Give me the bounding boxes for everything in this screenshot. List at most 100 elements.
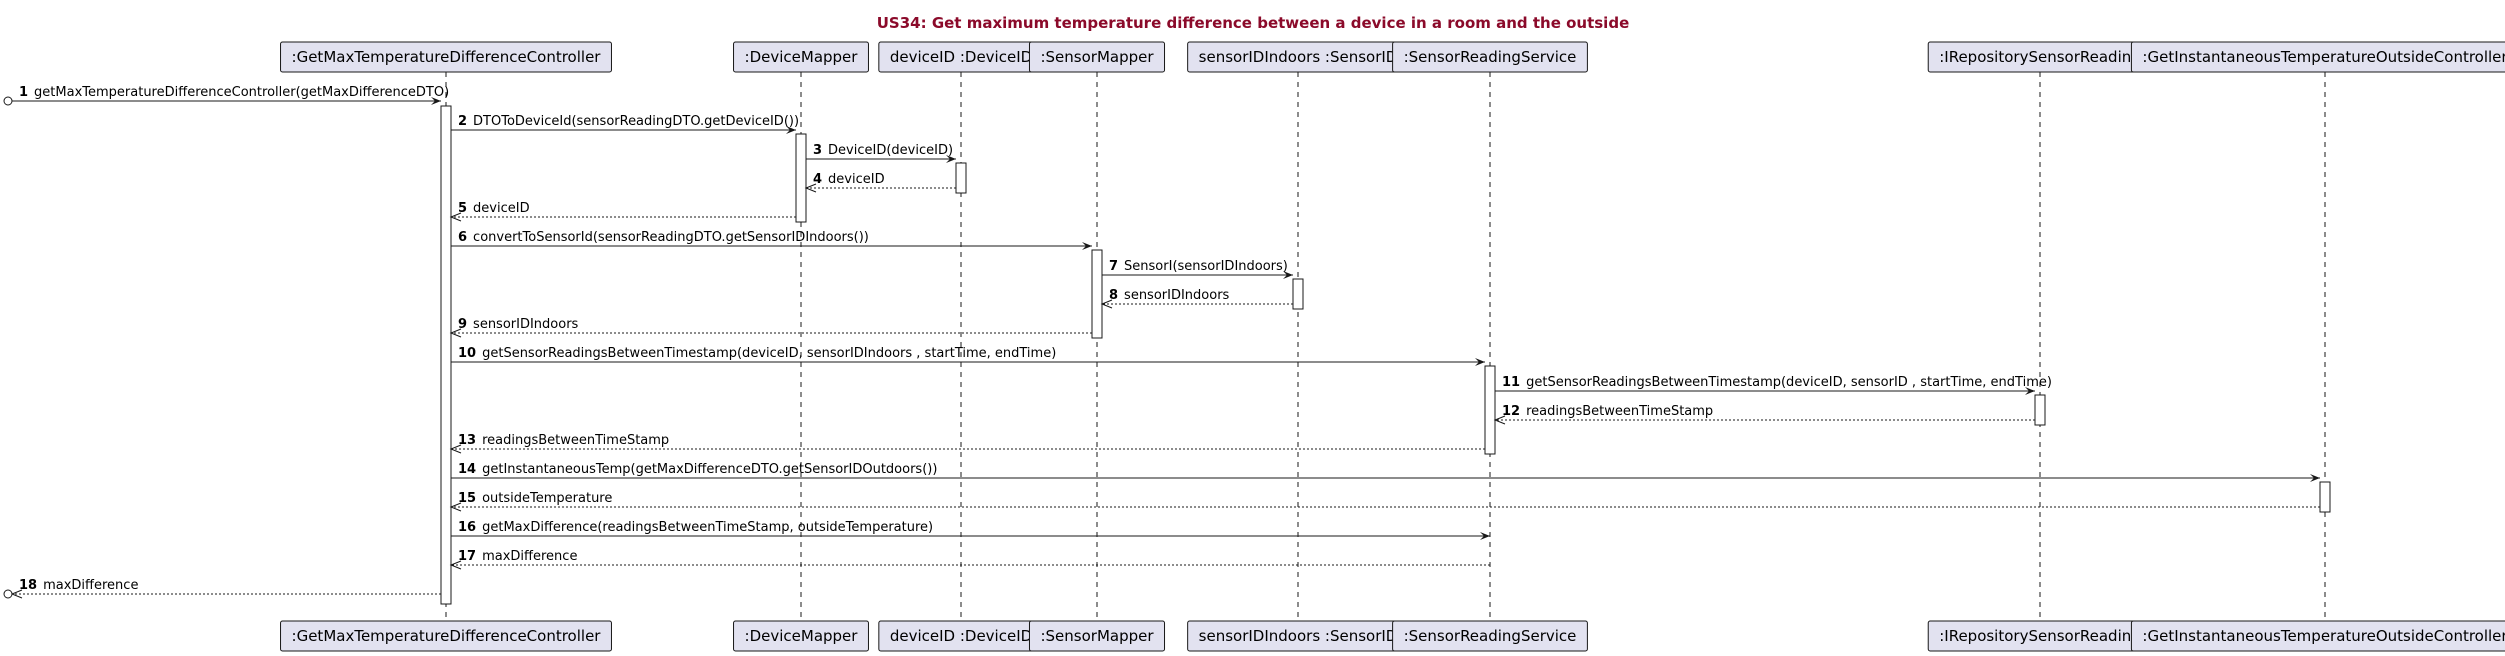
participant-label: sensorIDIndoors :SensorID [1199, 627, 1398, 645]
participant-label: :DeviceMapper [745, 627, 859, 645]
arrow-head [1475, 358, 1485, 366]
message-label: maxDifference [43, 578, 138, 593]
activation-dmap [795, 133, 807, 223]
message-number: 15 [458, 491, 476, 506]
participant-box [1028, 41, 1166, 73]
message-text: 17 maxDifference [458, 549, 577, 564]
message-18: 18 maxDifference [3, 578, 441, 599]
message-number: 14 [458, 462, 476, 477]
message-label: sensorIDIndoors [473, 317, 579, 332]
message-label: outsideTemperature [482, 491, 612, 506]
participant-sid-bottom: sensorIDIndoors :SensorID [1187, 620, 1409, 652]
message-label: deviceID [828, 172, 885, 187]
participant-dmap-top: :DeviceMapper [733, 41, 869, 73]
external-endpoint [3, 96, 13, 106]
message-number: 9 [458, 317, 467, 332]
participant-box [2130, 620, 2505, 652]
message-label: convertToSensorId(sensorReadingDTO.getSe… [473, 230, 869, 245]
activation-srs [1484, 365, 1496, 455]
message-number: 7 [1109, 259, 1118, 274]
message-14: 14 getInstantaneousTemp(getMaxDifferenceD… [451, 462, 2320, 482]
message-number: 5 [458, 201, 467, 216]
message-label: getInstantaneousTemp(getMaxDifferenceDTO… [482, 462, 937, 477]
participant-smap-bottom: :SensorMapper [1028, 620, 1166, 652]
arrow-head [449, 212, 462, 222]
message-16: 16 getMaxDifference(readingsBetweenTimeSt… [451, 520, 1490, 540]
message-label: getMaxDifference(readingsBetweenTimeStam… [482, 520, 933, 535]
message-number: 17 [458, 549, 476, 564]
activation-smap [1091, 249, 1103, 339]
message-9: 9 sensorIDIndoors [449, 317, 1092, 338]
arrow-head [449, 560, 462, 570]
message-label: getSensorReadingsBetweenTimestamp(device… [1526, 375, 2052, 390]
message-number: 16 [458, 520, 476, 535]
message-label: readingsBetweenTimeStamp [1526, 404, 1713, 419]
arrow-head [1283, 271, 1293, 279]
message-label: getSensorReadingsBetweenTimestamp(device… [482, 346, 1056, 361]
participant-smap-top: :SensorMapper [1028, 41, 1166, 73]
external-endpoint [3, 589, 13, 599]
participant-outctrl-bottom: :GetInstantaneousTemperatureOutsideContr… [2130, 620, 2505, 652]
message-number: 1 [19, 85, 28, 100]
arrow-head [2025, 387, 2035, 395]
participant-box [2130, 41, 2505, 73]
participant-label: :DeviceMapper [745, 48, 859, 66]
message-label: maxDifference [482, 549, 577, 564]
participant-headers: :GetMaxTemperatureDifferenceController:D… [280, 41, 2505, 73]
participant-outctrl-top: :GetInstantaneousTemperatureOutsideContr… [2130, 41, 2505, 73]
participant-box [1392, 41, 1588, 73]
arrow-head [804, 183, 817, 193]
message-5: 5 deviceID [449, 201, 796, 222]
arrow-head [2310, 474, 2320, 482]
arrow-head [1493, 415, 1506, 425]
message-text: 16 getMaxDifference(readingsBetweenTimeSt… [458, 520, 933, 535]
message-text: 9 sensorIDIndoors [458, 317, 579, 332]
activation-bars [440, 105, 2331, 605]
participant-dmap-bottom: :DeviceMapper [733, 620, 869, 652]
message-label: deviceID [473, 201, 530, 216]
participant-sid-top: sensorIDIndoors :SensorID [1187, 41, 1409, 73]
participant-box [733, 620, 869, 652]
arrow-head [449, 502, 462, 512]
participant-label: :SensorMapper [1040, 48, 1154, 66]
arrow-head [449, 444, 462, 454]
activation-sid [1292, 278, 1304, 310]
message-label: DTOToDeviceId(sensorReadingDTO.getDevice… [473, 114, 799, 129]
message-text: 10 getSensorReadingsBetweenTimestamp(devi… [458, 346, 1056, 361]
message-text: 5 deviceID [458, 201, 530, 216]
message-15: 15 outsideTemperature [449, 491, 2320, 512]
participant-label: :SensorMapper [1040, 627, 1154, 645]
participant-box [280, 41, 612, 73]
message-label: readingsBetweenTimeStamp [482, 433, 669, 448]
arrow-head [1100, 299, 1113, 309]
arrow-head [1082, 242, 1092, 250]
message-number: 18 [19, 578, 37, 593]
activation-outctrl [2319, 481, 2331, 513]
participant-repo-top: :IRepositorySensorReading [1927, 41, 2153, 73]
message-label: DeviceID(deviceID) [828, 143, 953, 158]
message-number: 10 [458, 346, 476, 361]
participant-box [733, 41, 869, 73]
arrow-head [449, 328, 462, 338]
participant-label: :SensorReadingService [1404, 627, 1577, 645]
participant-devid-top: deviceID :DeviceID [878, 41, 1044, 73]
message-17: 17 maxDifference [449, 549, 1490, 570]
message-text: 18 maxDifference [19, 578, 138, 593]
activation-ctrl [440, 105, 452, 605]
participant-label: :SensorReadingService [1404, 48, 1577, 66]
message-10: 10 getSensorReadingsBetweenTimestamp(devi… [451, 346, 1485, 366]
